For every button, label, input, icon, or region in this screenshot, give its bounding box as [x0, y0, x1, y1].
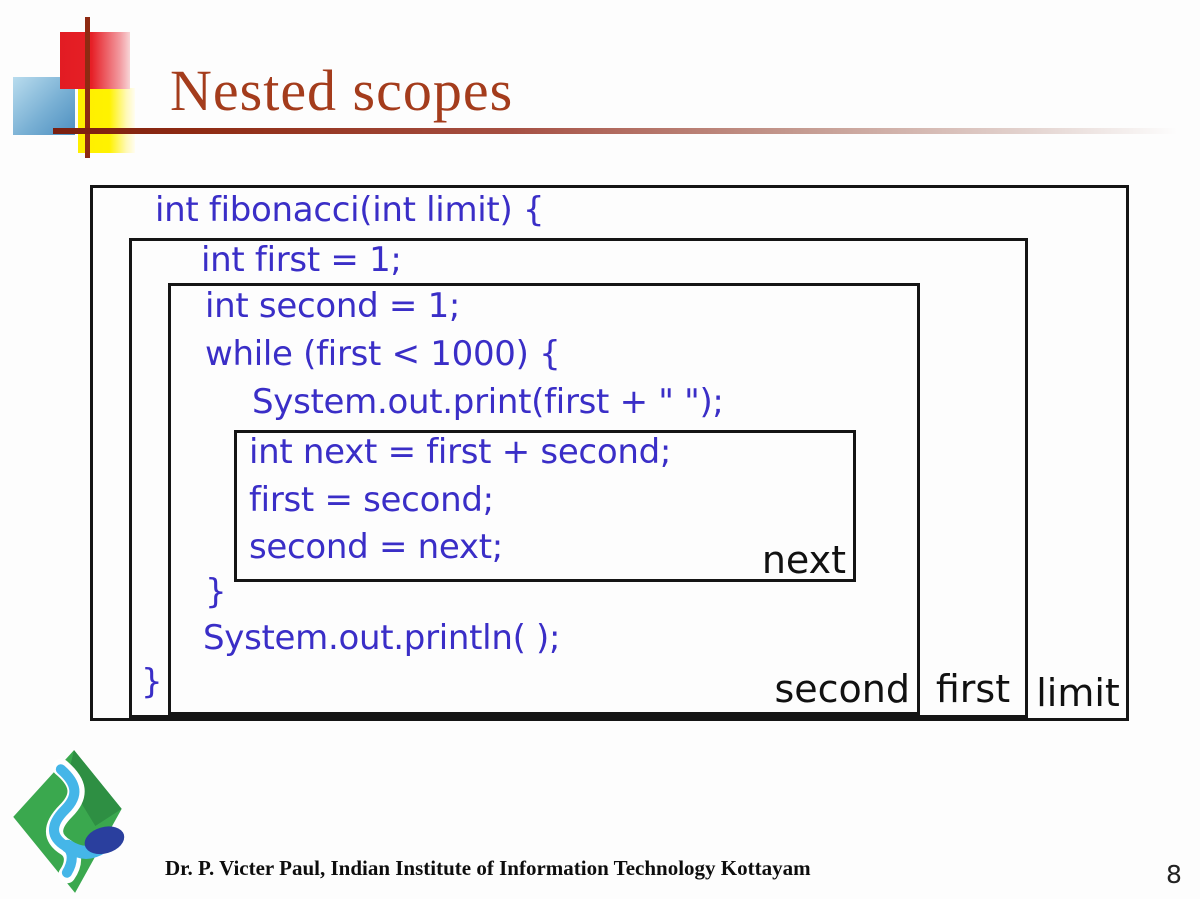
page-number: 8	[1166, 860, 1182, 889]
code-line: System.out.println( );	[203, 618, 561, 658]
code-line: }	[205, 572, 227, 612]
code-line: System.out.print(first + " ");	[252, 382, 724, 422]
scope-box-first	[129, 238, 1028, 718]
iiitk-logo-icon	[13, 750, 125, 893]
scope-label-first: first	[935, 667, 1011, 711]
code-line: }	[141, 662, 163, 702]
decor-vertical-line	[85, 17, 90, 158]
scope-box-second	[168, 283, 920, 715]
code-line: first = second;	[249, 480, 494, 520]
code-line: int second = 1;	[205, 286, 461, 326]
code-line: second = next;	[249, 527, 503, 567]
page-title: Nested scopes	[170, 58, 514, 123]
code-line: int first = 1;	[201, 240, 402, 280]
footer-credit: Dr. P. Victer Paul, Indian Institute of …	[165, 856, 811, 880]
scope-label-next: next	[761, 538, 846, 582]
code-line: while (first < 1000) {	[205, 334, 561, 374]
code-line: int fibonacci(int limit) {	[155, 190, 545, 230]
scope-box-limit	[90, 185, 1129, 721]
scope-label-limit: limit	[1036, 671, 1120, 715]
scope-label-second: second	[774, 667, 910, 711]
decor-red-square	[60, 32, 130, 89]
scope-box-next	[234, 430, 856, 582]
title-underline-rule	[53, 128, 1200, 134]
code-line: int next = first + second;	[249, 432, 672, 472]
